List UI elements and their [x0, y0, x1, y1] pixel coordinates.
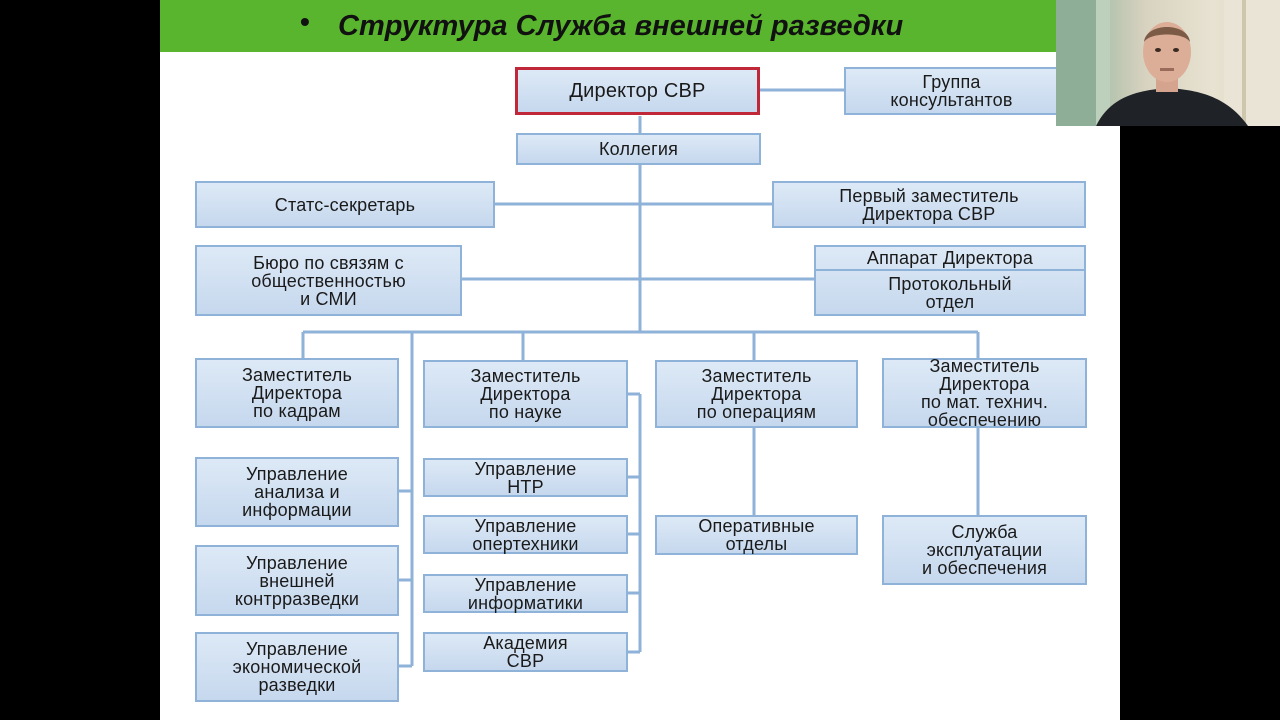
- maintenance-service-label: Служба эксплуатации и обеспечения: [921, 522, 1048, 578]
- optech-dept-box: Управление опертехники: [423, 515, 628, 554]
- consultants-label: Группа консультантов: [890, 72, 1013, 110]
- informatics-dept-label: Управление информатики: [467, 574, 584, 613]
- deputy-operations-label: Заместитель Директора по операциям: [696, 366, 817, 422]
- deputy-personnel-box: Заместитель Директора по кадрам: [195, 358, 399, 428]
- apparatus-protocol-box: Аппарат Директора Протокольный отдел: [814, 245, 1086, 316]
- counterintel-dept-label: Управление внешней контрразведки: [234, 552, 360, 609]
- operative-depts-label: Оперативные отделы: [698, 516, 815, 554]
- consultants-box: Группа консультантов: [844, 67, 1059, 115]
- deputy-logistics-label: Заместитель Директора по мат. технич. об…: [920, 356, 1049, 430]
- maintenance-service-box: Служба эксплуатации и обеспечения: [882, 515, 1087, 585]
- presenter-webcam-icon: [1056, 0, 1280, 126]
- protocol-label: Протокольный отдел: [888, 273, 1012, 312]
- slide-title: Структура Служба внешней разведки: [338, 10, 904, 42]
- first-deputy-label: Первый заместитель Директора СВР: [839, 185, 1019, 224]
- economic-dept-label: Управление экономической разведки: [232, 639, 362, 695]
- economic-dept-box: Управление экономической разведки: [195, 632, 399, 702]
- title-bar: • Структура Служба внешней разведки: [160, 0, 1120, 52]
- presenter-webcam: [1056, 0, 1280, 126]
- counterintel-dept-box: Управление внешней контрразведки: [195, 545, 399, 616]
- press-bureau-box: Бюро по связям с общественностью и СМИ: [195, 245, 462, 316]
- apparatus-label: Аппарат Директора: [866, 248, 1034, 268]
- apparatus-section: Аппарат Директора: [816, 247, 1084, 271]
- state-secretary-label: Статс-секретарь: [274, 194, 416, 215]
- informatics-dept-box: Управление информатики: [423, 574, 628, 613]
- deputy-science-box: Заместитель Директора по науке: [423, 360, 628, 428]
- deputy-operations-box: Заместитель Директора по операциям: [655, 360, 858, 428]
- director-label: Директор СВР: [569, 80, 706, 102]
- presentation-slide: • Структура Служба внешней разведки: [160, 0, 1120, 720]
- optech-dept-label: Управление опертехники: [472, 515, 579, 554]
- ntr-dept-box: Управление НТР: [423, 458, 628, 497]
- protocol-section: Протокольный отдел: [816, 271, 1084, 314]
- director-box: Директор СВР: [515, 67, 760, 115]
- deputy-logistics-box: Заместитель Директора по мат. технич. об…: [882, 356, 1087, 430]
- press-bureau-label: Бюро по связям с общественностью и СМИ: [251, 252, 406, 309]
- collegium-label: Коллегия: [598, 139, 679, 159]
- analysis-dept-box: Управление анализа и информации: [195, 457, 399, 527]
- analysis-dept-label: Управление анализа и информации: [242, 464, 352, 520]
- deputy-personnel-label: Заместитель Директора по кадрам: [241, 365, 353, 421]
- academy-label: Академия СВР: [483, 633, 568, 671]
- state-secretary-box: Статс-секретарь: [195, 181, 495, 228]
- first-deputy-box: Первый заместитель Директора СВР: [772, 181, 1086, 228]
- title-bullet: •: [300, 6, 310, 37]
- ntr-dept-label: Управление НТР: [474, 458, 577, 497]
- org-chart-connectors: [301, 88, 980, 668]
- collegium-box: Коллегия: [516, 133, 761, 165]
- operative-depts-box: Оперативные отделы: [655, 515, 858, 555]
- deputy-science-label: Заместитель Директора по науке: [470, 366, 581, 422]
- academy-box: Академия СВР: [423, 632, 628, 672]
